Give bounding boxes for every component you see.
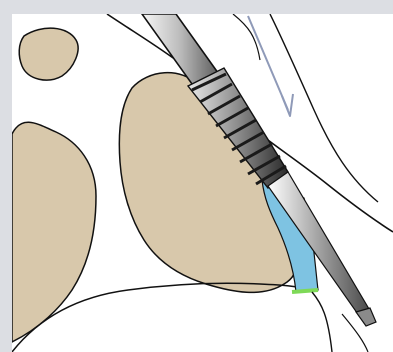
- surgical-illustration: [12, 14, 393, 352]
- lower-right-outline: [312, 292, 332, 352]
- membrane-line: [292, 290, 318, 292]
- motion-arrow: [248, 16, 293, 116]
- bone-fragment-top: [19, 28, 78, 80]
- illustration-svg: [12, 14, 393, 352]
- bone-left-section: [12, 122, 96, 342]
